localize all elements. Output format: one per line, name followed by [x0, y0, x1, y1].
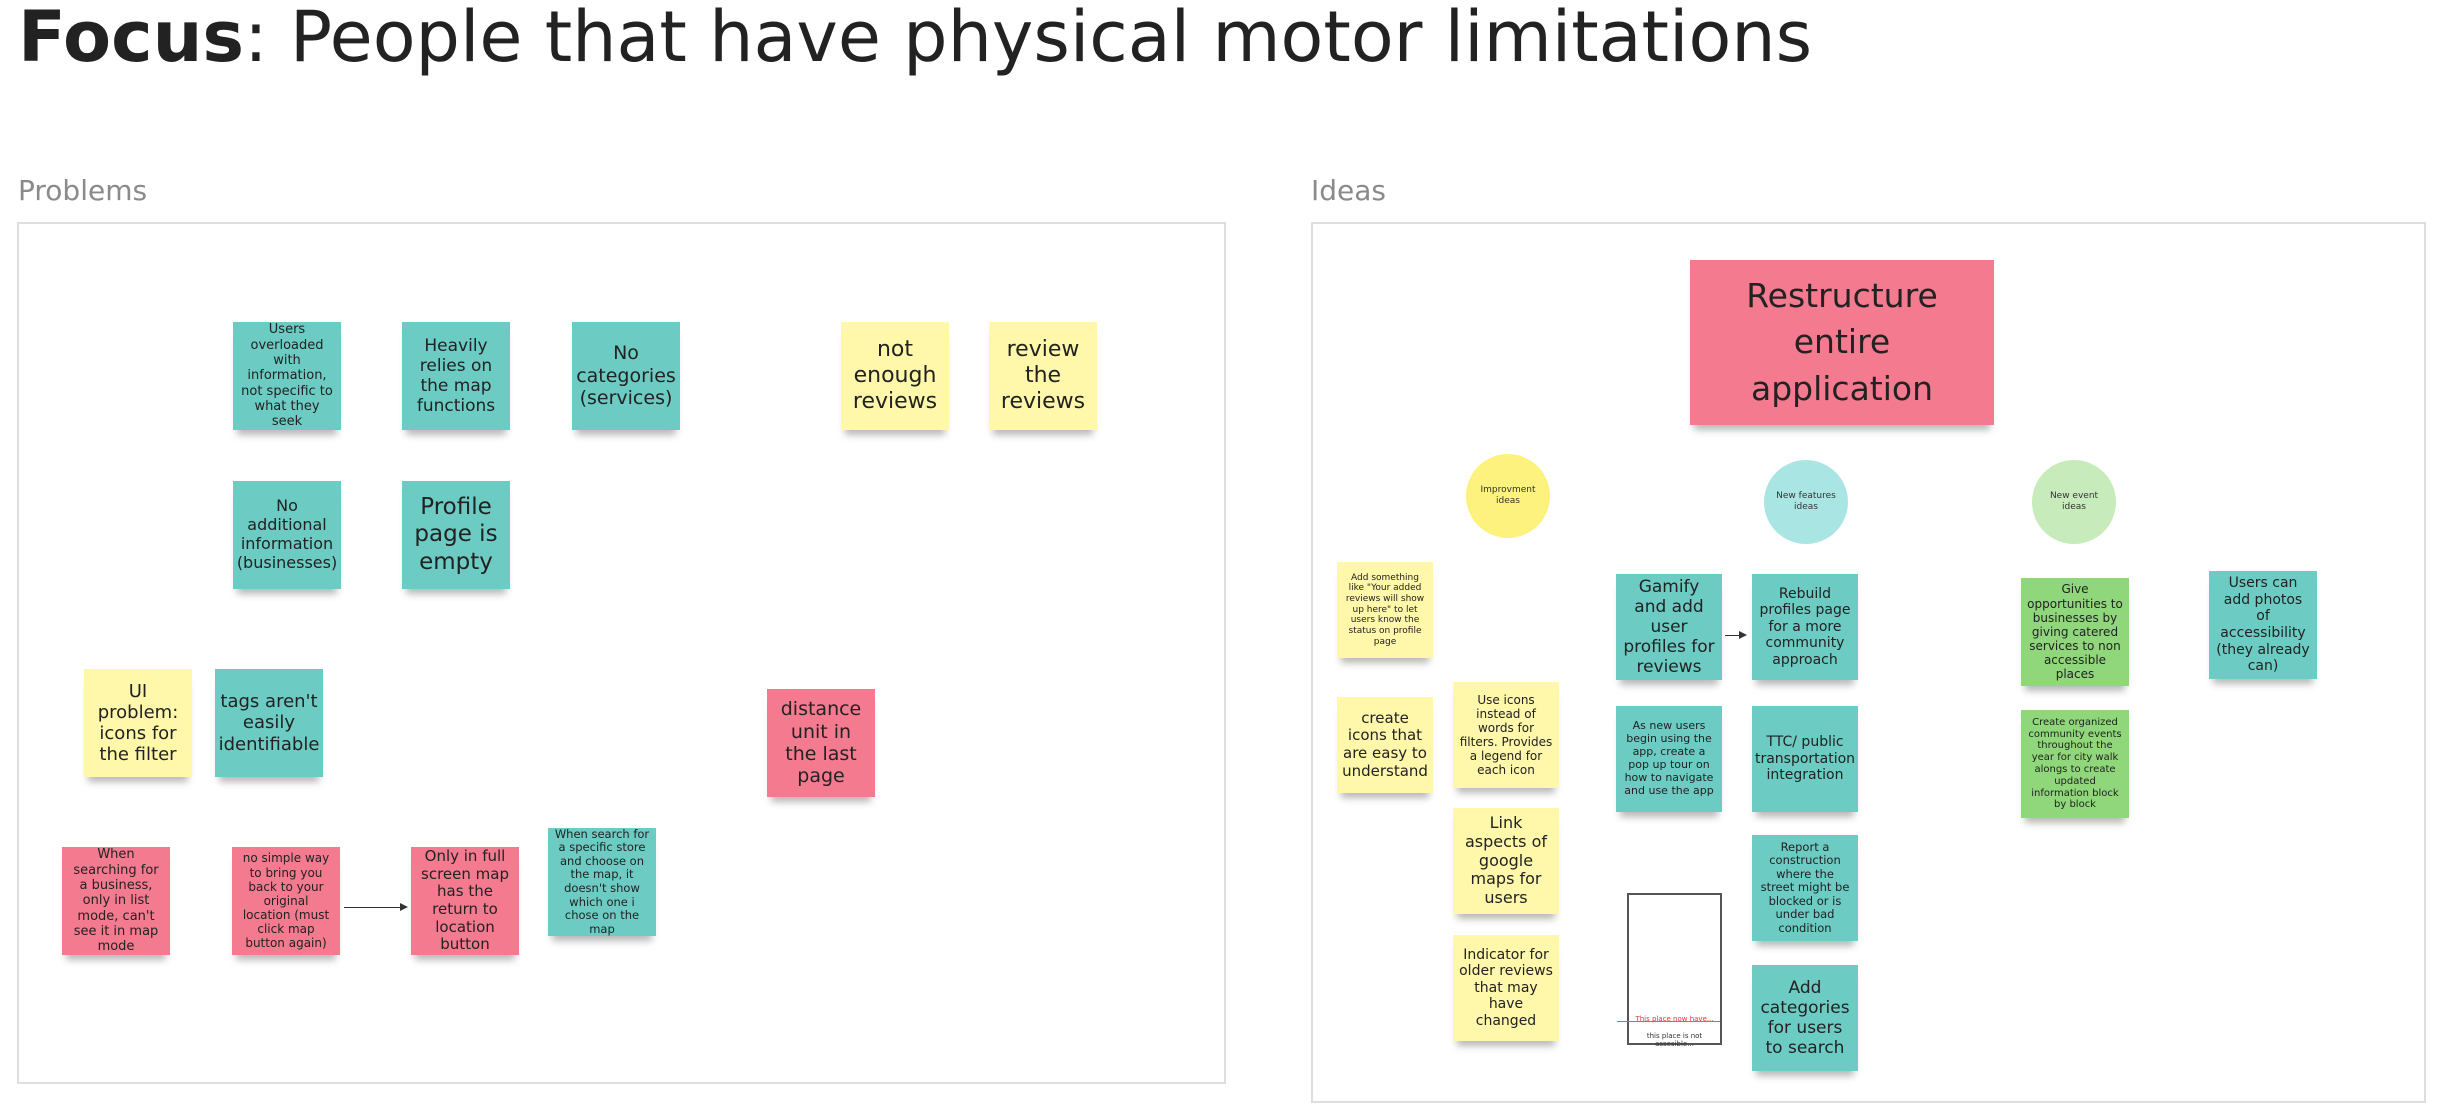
sticky-note[interactable]: create icons that are easy to understand — [1337, 697, 1433, 793]
sticky-note[interactable]: Indicator for older reviews that may hav… — [1453, 935, 1559, 1041]
sticky-note[interactable]: no simple way to bring you back to your … — [232, 847, 340, 955]
connector-arrow — [344, 903, 408, 911]
sticky-note[interactable]: No categories (services) — [572, 322, 680, 430]
title-focus: Focus — [18, 0, 245, 78]
sticky-note[interactable]: Users can add photos of accessibility (t… — [2209, 571, 2317, 679]
sticky-note[interactable]: TTC/ public transportation integration — [1752, 706, 1858, 812]
sticky-note[interactable]: Add categories for users to search — [1752, 965, 1858, 1071]
ideas-frame-label: Ideas — [1311, 174, 1387, 207]
page-title: Focus: People that have physical motor l… — [18, 0, 1812, 82]
sticky-note[interactable]: Give opportunities to businesses by givi… — [2021, 578, 2129, 686]
sticky-note[interactable]: Profile page is empty — [402, 481, 510, 589]
sticky-note[interactable]: When searching for a business, only in l… — [62, 847, 170, 955]
sticky-note[interactable]: When search for a specific store and cho… — [548, 828, 656, 936]
sticky-note[interactable]: Add something like "Your added reviews w… — [1337, 562, 1433, 658]
category-circle[interactable]: Improvment ideas — [1466, 454, 1550, 538]
mockup-red-text: This place now have... — [1635, 1015, 1714, 1023]
sticky-note[interactable]: Heavily relies on the map functions — [402, 322, 510, 430]
sticky-note[interactable]: Link aspects of google maps for users — [1453, 808, 1559, 914]
category-circle[interactable]: New event ideas — [2032, 460, 2116, 544]
problems-frame-label: Problems — [18, 174, 148, 207]
title-text: : People that have physical motor limita… — [244, 0, 1813, 78]
sticky-note[interactable]: Create organized community events throug… — [2021, 710, 2129, 818]
category-circle[interactable]: New features ideas — [1764, 460, 1848, 544]
sticky-note[interactable]: Gamify and add user profiles for reviews — [1616, 574, 1722, 680]
sticky-note[interactable]: No additional information (businesses) — [233, 481, 341, 589]
sticky-note[interactable]: Use icons instead of words for filters. … — [1453, 682, 1559, 788]
main-idea-note[interactable]: Restructure entire application — [1690, 260, 1994, 425]
sticky-note[interactable]: UI problem: icons for the filter — [84, 669, 192, 777]
sticky-note[interactable]: Users overloaded with information, not s… — [233, 322, 341, 430]
sticky-note[interactable]: As new users begin using the app, create… — [1616, 706, 1722, 812]
mockup-card[interactable]: This place now have... this place is not… — [1617, 893, 1722, 1048]
sticky-note[interactable]: Report a construction where the street m… — [1752, 835, 1858, 941]
sticky-note[interactable]: review the reviews — [989, 322, 1097, 430]
mockup-divider — [1617, 1021, 1720, 1022]
sticky-note[interactable]: not enough reviews — [841, 322, 949, 430]
sticky-note[interactable]: Rebuild profiles page for a more communi… — [1752, 574, 1858, 680]
sticky-note[interactable]: Only in full screen map has the return t… — [411, 847, 519, 955]
mockup-black-text: this place is not assesible... — [1646, 1032, 1703, 1048]
sticky-note[interactable]: distance unit in the last page — [767, 689, 875, 797]
sticky-note[interactable]: tags aren't easily identifiable — [215, 669, 323, 777]
connector-arrow — [1725, 631, 1747, 639]
